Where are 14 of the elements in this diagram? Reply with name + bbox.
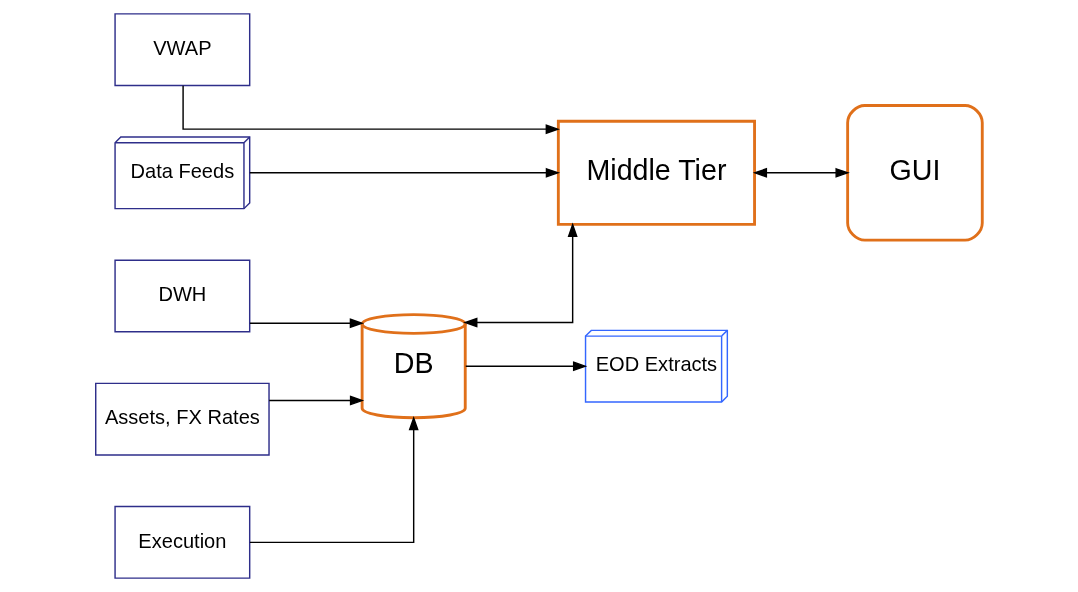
node-box: Execution <box>114 505 251 579</box>
arrow <box>463 222 578 328</box>
node-box: VWAP <box>114 13 251 87</box>
arrow <box>249 318 365 329</box>
arrow <box>182 84 560 135</box>
node-box: Middle Tier <box>556 119 756 226</box>
arrow <box>268 395 365 406</box>
node-box: GUI <box>846 104 984 242</box>
arrow <box>752 167 850 178</box>
arrow <box>465 361 588 372</box>
arrow <box>249 167 561 178</box>
node-box: Assets, FX Rates <box>95 382 270 456</box>
arrow <box>249 415 419 544</box>
node-box: DWH <box>114 259 251 333</box>
